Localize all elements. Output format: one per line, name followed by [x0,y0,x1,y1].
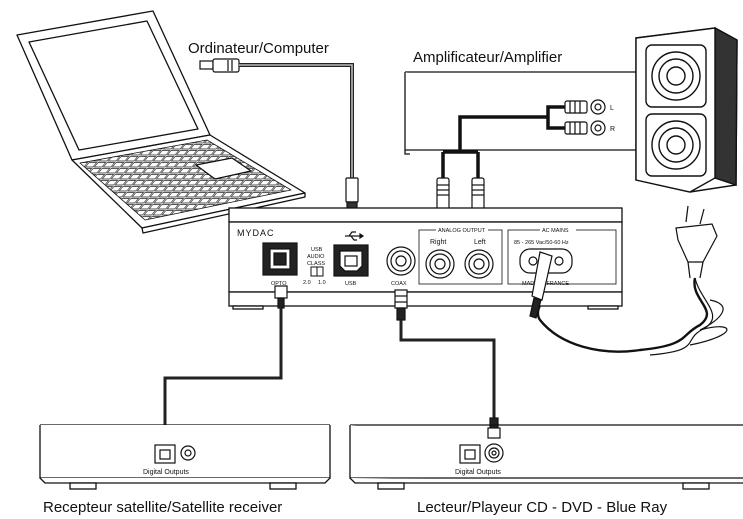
usb-class-line2: AUDIO [307,254,325,260]
coax-cable [399,320,496,420]
computer-label: Ordinateur/Computer [188,40,329,57]
player-box [349,424,743,490]
usb-label: USB [345,281,357,287]
usb-class-10: 1.0 [318,280,326,286]
right-label: Right [430,239,446,246]
amp-label-r: R [610,126,615,133]
opto-label: OPTO [271,281,287,287]
amp-rca-connectors [564,99,606,136]
analog-ports [425,249,494,279]
usb-b-port-icon [333,244,369,277]
ac-mains-label: AC MAINS [542,228,569,234]
amp-label-l: L [610,105,614,112]
analog-rca-plugs [436,177,485,211]
power-plug-icon [675,205,718,279]
optical-port-icon [262,242,298,276]
amplifier-box [404,71,648,155]
iec-plug [529,251,553,319]
coax-port-icon [386,246,416,276]
usb-class-line1: USB [311,247,323,253]
amplifier-label: Amplificateur/Amplifier [413,49,562,66]
left-label: Left [474,239,486,246]
player-digital-outputs: Digital Outputs [455,469,501,476]
voltage-label: 85 - 265 Vac/50-60 Hz [514,240,569,246]
usb-class-line3: CLASS [307,261,325,267]
analog-output-label: ANALOG OUTPUT [438,228,486,234]
satellite-coax-port [180,445,196,461]
usb-class-20: 2.0 [303,280,311,286]
player-optical-port [459,444,481,464]
coax-label: COAX [391,281,407,287]
player-label: Lecteur/Playeur CD - DVD - Blue Ray [417,499,668,516]
usb-symbol-icon [345,231,365,241]
usb-plug-icon [199,58,240,73]
coax-plug-bottom [487,417,501,439]
coax-plug-top [394,289,408,321]
brand-logo: MYDAC [237,228,275,238]
player-coax-port [484,443,504,463]
satellite-label: Recepteur satellite/Satellite receiver [43,499,282,516]
satellite-digital-outputs: Digital Outputs [143,469,189,476]
analog-cable [441,105,565,180]
laptop-icon [16,10,306,234]
speaker-icon [635,26,738,193]
optical-cable [163,308,283,430]
satellite-optical-port [154,444,176,464]
